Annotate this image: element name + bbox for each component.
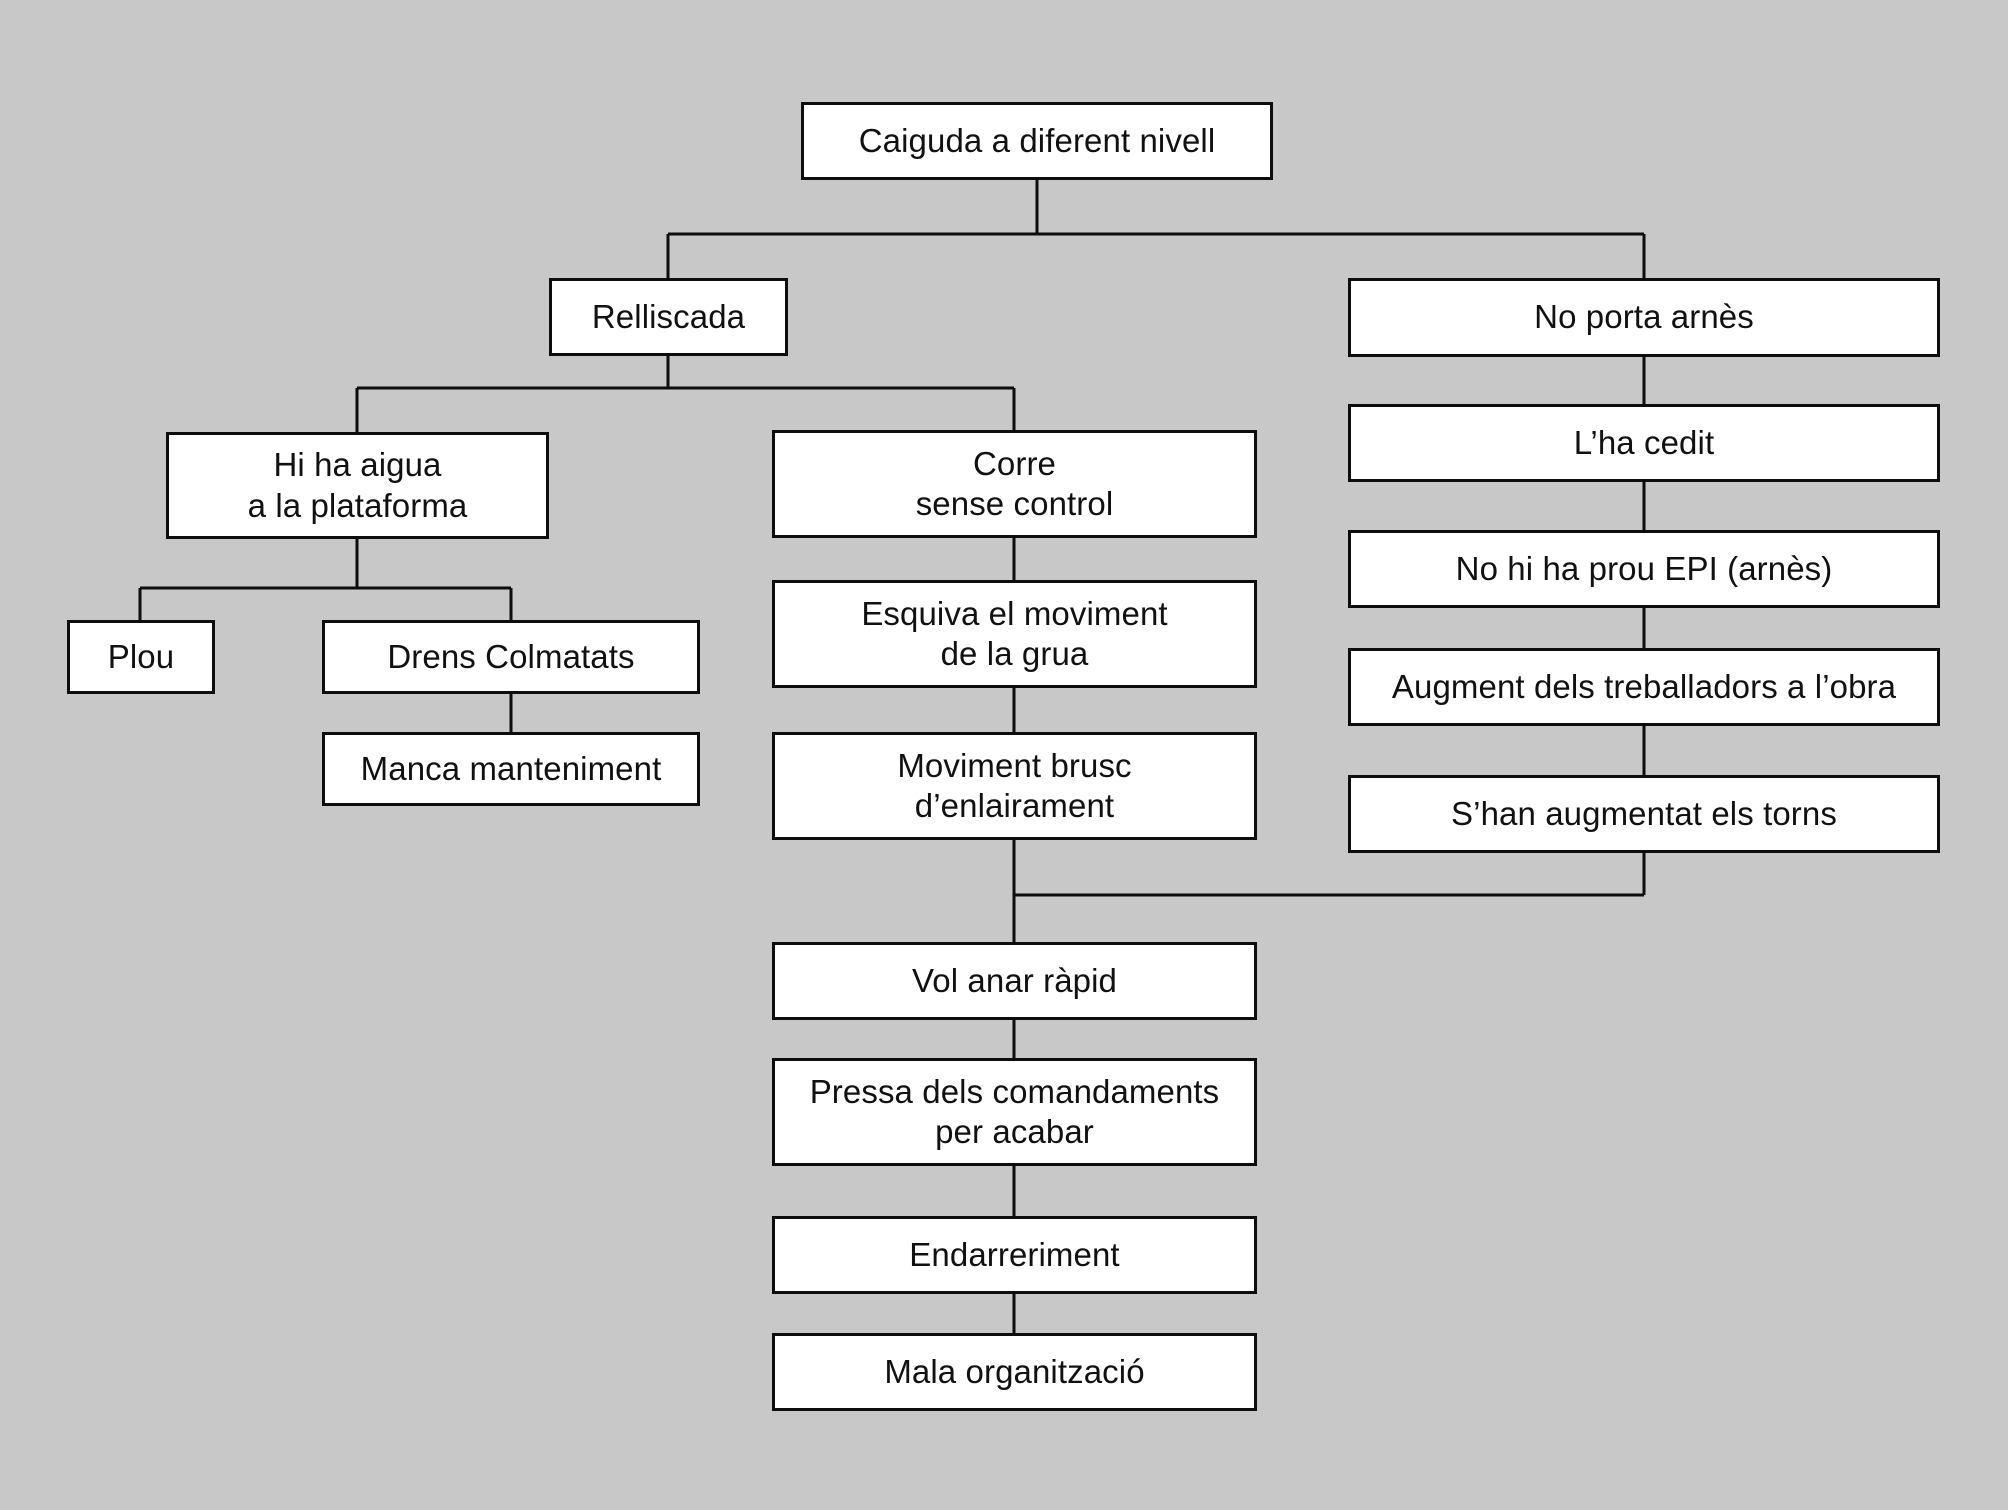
node-label: Corre sense control	[915, 444, 1114, 522]
node-pressa-dels-comandaments-per-acabar[interactable]: Pressa dels comandaments per acabar	[772, 1058, 1257, 1166]
node-caiguda-a-diferent-nivell[interactable]: Caiguda a diferent nivell	[801, 102, 1273, 180]
node-no-porta-arnes[interactable]: No porta arnès	[1348, 278, 1940, 357]
node-label: No hi ha prou EPI (arnès)	[1455, 549, 1833, 587]
node-relliscada[interactable]: Relliscada	[549, 278, 788, 356]
node-label: Hi ha aigua a la plataforma	[247, 446, 468, 524]
node-no-hi-ha-prou-epi[interactable]: No hi ha prou EPI (arnès)	[1348, 530, 1940, 608]
node-label: L’ha cedit	[1573, 423, 1715, 461]
edge-relliscada-to-children	[355, 356, 1016, 432]
node-esquiva-el-moviment-de-la-grua[interactable]: Esquiva el moviment de la grua	[772, 580, 1257, 688]
edge-torns-to-rapid	[1014, 853, 1646, 897]
node-endarreriment[interactable]: Endarreriment	[772, 1216, 1257, 1294]
edge-aigua-to-children	[138, 539, 513, 620]
node-label: Pressa dels comandaments per acabar	[809, 1072, 1220, 1150]
node-hi-ha-aigua-a-la-plataforma[interactable]: Hi ha aigua a la plataforma	[166, 432, 549, 539]
node-mala-organitzacio[interactable]: Mala organització	[772, 1333, 1257, 1411]
node-label: Moviment brusc d’enlairament	[897, 746, 1132, 824]
node-lha-cedit[interactable]: L’ha cedit	[1348, 404, 1940, 482]
node-plou[interactable]: Plou	[67, 620, 215, 694]
node-shan-augmentat-els-torns[interactable]: S’han augmentat els torns	[1348, 775, 1940, 853]
node-label: Endarreriment	[909, 1235, 1120, 1273]
node-label: Relliscada	[591, 297, 746, 335]
node-augment-dels-treballadors-a-lobra[interactable]: Augment dels treballadors a l’obra	[1348, 648, 1940, 726]
node-label: Caiguda a diferent nivell	[858, 121, 1216, 159]
node-manca-manteniment[interactable]: Manca manteniment	[322, 732, 700, 806]
node-vol-anar-rapid[interactable]: Vol anar ràpid	[772, 942, 1257, 1020]
node-moviment-brusc-denlairament[interactable]: Moviment brusc d’enlairament	[772, 732, 1257, 840]
edge-root-to-children	[666, 180, 1646, 278]
node-label: Mala organització	[884, 1352, 1145, 1390]
node-label: Plou	[107, 637, 175, 675]
node-drens-colmatats[interactable]: Drens Colmatats	[322, 620, 700, 694]
node-label: Drens Colmatats	[387, 637, 635, 675]
node-label: Vol anar ràpid	[911, 961, 1118, 999]
node-label: No porta arnès	[1534, 298, 1754, 336]
node-label: Esquiva el moviment de la grua	[861, 594, 1168, 672]
node-label: Augment dels treballadors a l’obra	[1391, 667, 1897, 705]
node-label: S’han augmentat els torns	[1451, 794, 1837, 832]
node-corre-sense-control[interactable]: Corre sense control	[772, 430, 1257, 538]
node-label: Manca manteniment	[360, 749, 662, 787]
